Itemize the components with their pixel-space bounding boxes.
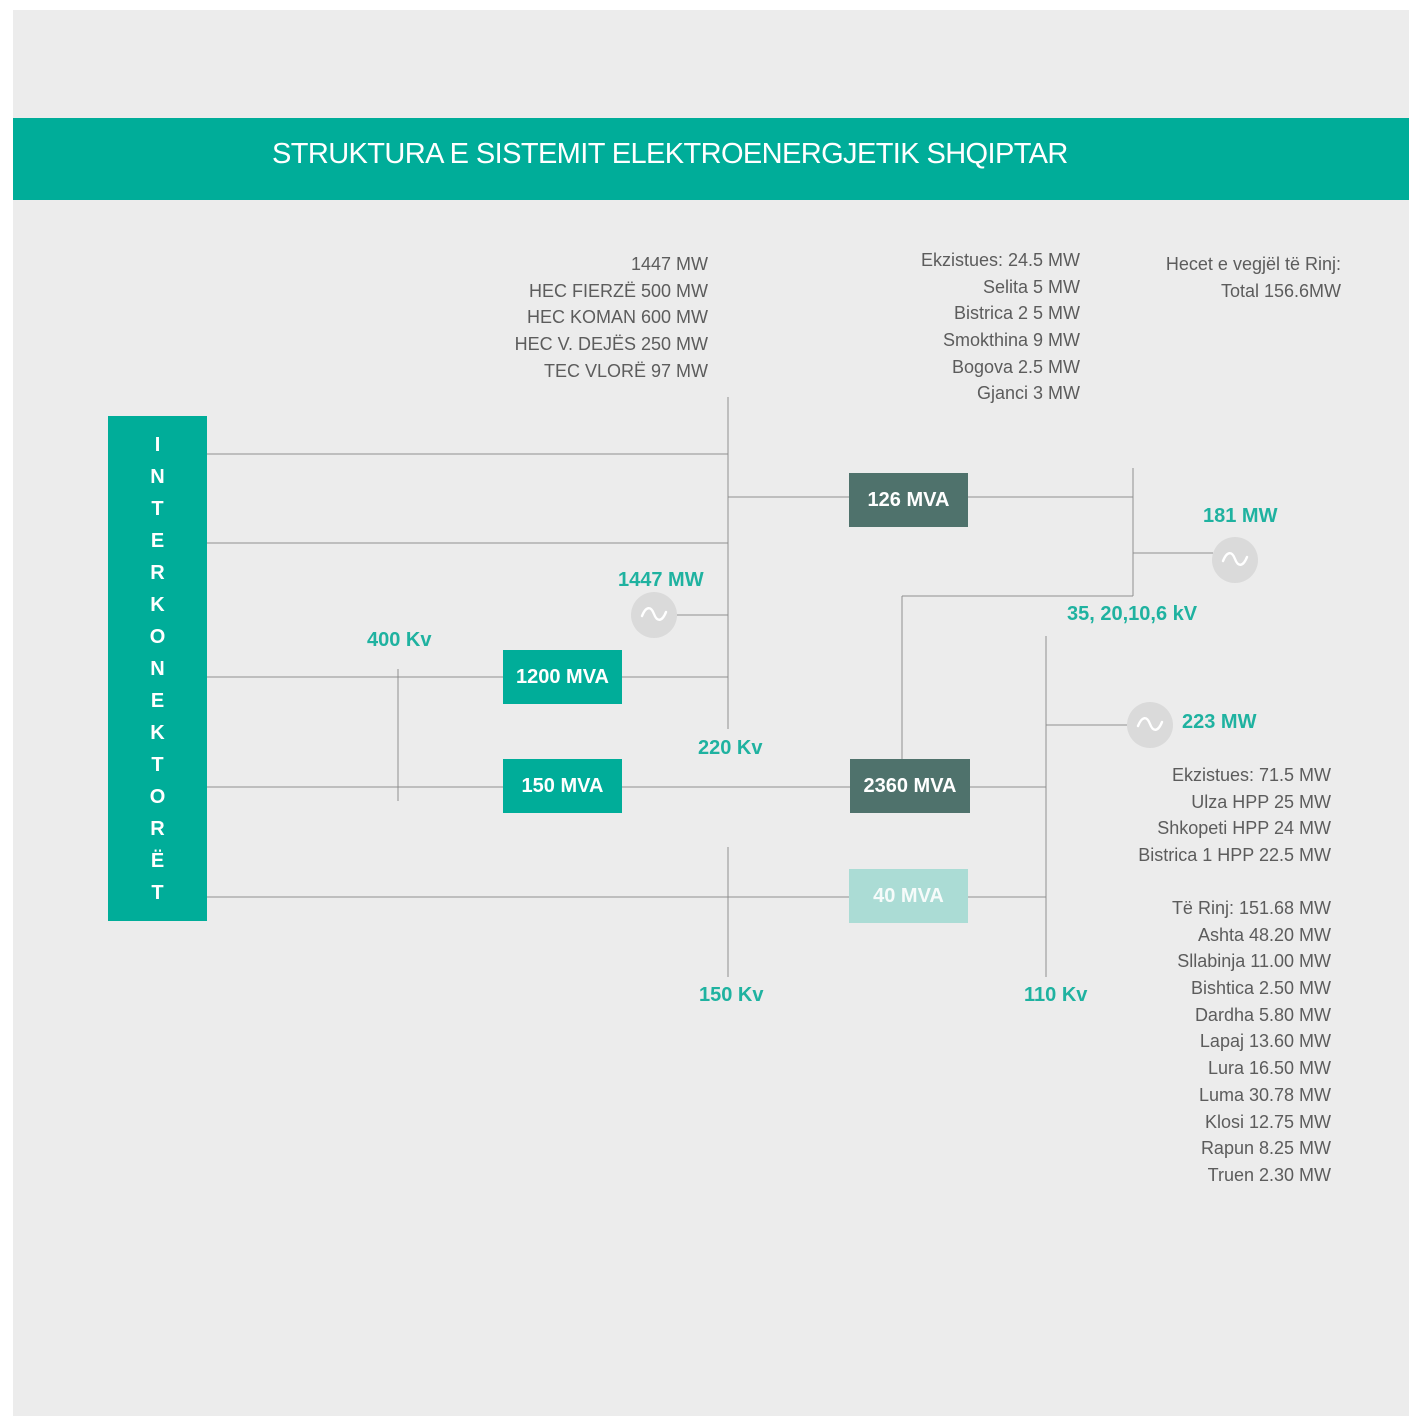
list-item: Bishtica 2.50 MW (1190, 978, 1331, 999)
transformer-40-mva: 40 MVA (849, 869, 968, 923)
voltage-400kv-label: 400 Kv (367, 629, 432, 651)
list-item: Lapaj 13.60 MW (1199, 1031, 1331, 1052)
interconnector-bar: I N T E R K O N E K T O R Ë T (108, 416, 207, 921)
list-item: Truen 2.30 MW (1207, 1164, 1331, 1185)
list-item: HEC V. DEJËS 250 MW (514, 334, 708, 355)
summary-title: Hecet e vegjël të Rinj: (1165, 254, 1341, 274)
list-item: TEC VLORË 97 MW (543, 360, 708, 381)
new-110kv-plants-list: Të Rinj: 151.68 MW Ashta 48.20 MW Sllabi… (1172, 895, 1331, 1189)
list-item: Të Rinj: 151.68 MW (1171, 898, 1331, 918)
list-item: Dardha 5.80 MW (1194, 1004, 1331, 1025)
voltage-220kv-label: 220 Kv (698, 737, 763, 759)
generator-icon (1212, 537, 1258, 583)
list-item: HEC FIERZË 500 MW (528, 280, 708, 301)
list-item: Selita 5 MW (982, 276, 1080, 297)
list-item: Ashta 48.20 MW (1197, 924, 1331, 945)
list-item: Bistrica 2 5 MW (953, 303, 1080, 324)
list-item: Lura 16.50 MW (1207, 1058, 1331, 1079)
generation-181mw-label: 181 MW (1203, 505, 1278, 527)
major-plants-list: 1447 MW HEC FIERZË 500 MW HEC KOMAN 600 … (515, 251, 708, 384)
transformer-1200-mva: 1200 MVA (503, 650, 622, 704)
list-item: Klosi 12.75 MW (1204, 1111, 1331, 1132)
list-item: 1447 MW (630, 254, 708, 274)
voltage-110kv-label: 110 Kv (1024, 984, 1088, 1006)
list-item: Bistrica 1 HPP 22.5 MW (1138, 845, 1331, 866)
transformer-126-mva: 126 MVA (849, 473, 968, 527)
voltage-150kv-label: 150 Kv (699, 984, 764, 1006)
interconnector-label: I N T E R K O N E K T O R Ë T (149, 434, 166, 904)
list-item: Rapun 8.25 MW (1200, 1138, 1331, 1159)
list-item: HEC KOMAN 600 MW (526, 307, 708, 328)
list-item: Gjanci 3 MW (976, 383, 1080, 404)
summary-total: Total 156.6MW (1220, 280, 1341, 301)
list-item: Bogova 2.5 MW (951, 356, 1080, 377)
list-item: Ekzistues: 24.5 MW (920, 250, 1080, 270)
list-item: Ekzistues: 71.5 MW (1171, 765, 1331, 785)
generation-223mw-label: 223 MW (1182, 711, 1257, 733)
existing-small-plants-list: Ekzistues: 24.5 MW Selita 5 MW Bistrica … (921, 247, 1080, 407)
generator-icon (1127, 702, 1173, 748)
voltage-35kv-label: 35, 20,10,6 kV (1067, 603, 1198, 625)
transformer-150-mva: 150 MVA (503, 759, 622, 813)
existing-110kv-plants-list: Ekzistues: 71.5 MW Ulza HPP 25 MW Shkope… (1138, 762, 1331, 869)
generator-icon (631, 592, 677, 638)
list-item: Smokthina 9 MW (942, 330, 1080, 351)
generation-1447mw-label: 1447 MW (618, 569, 704, 591)
list-item: Luma 30.78 MW (1198, 1084, 1331, 1105)
page-title: STRUKTURA E SISTEMIT ELEKTROENERGJETIK S… (272, 138, 1068, 170)
transformer-2360-mva: 2360 MVA (850, 759, 970, 813)
new-small-hpp-summary: Hecet e vegjël të Rinj: Total 156.6MW (1166, 251, 1341, 304)
title-banner (13, 118, 1409, 200)
list-item: Shkopeti HPP 24 MW (1157, 818, 1331, 839)
list-item: Ulza HPP 25 MW (1191, 791, 1331, 812)
list-item: Sllabinja 11.00 MW (1177, 951, 1331, 972)
diagram-background (13, 10, 1409, 1416)
